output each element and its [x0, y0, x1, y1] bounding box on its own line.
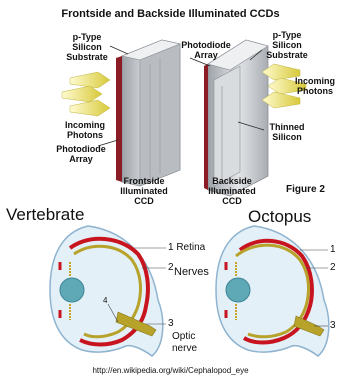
octopus-eye	[216, 226, 329, 356]
vertebrate-label-2: 2	[168, 262, 174, 273]
vertebrate-label-4: 4	[103, 296, 107, 305]
vertebrate-label-optic-nerve: Optic nerve	[172, 331, 197, 355]
octopus-label-3: 3	[330, 320, 336, 331]
vertebrate-eye	[50, 226, 163, 356]
vertebrate-label-retina: 1 Retina	[168, 242, 205, 253]
source-url: http://en.wikipedia.org/wiki/Cephalopod_…	[0, 366, 341, 375]
octopus-label-1: 1	[330, 244, 336, 255]
octopus-label-2: 2	[330, 262, 336, 273]
vertebrate-label-3: 3	[168, 318, 174, 329]
vertebrate-label-nerves: Nerves	[174, 266, 209, 278]
